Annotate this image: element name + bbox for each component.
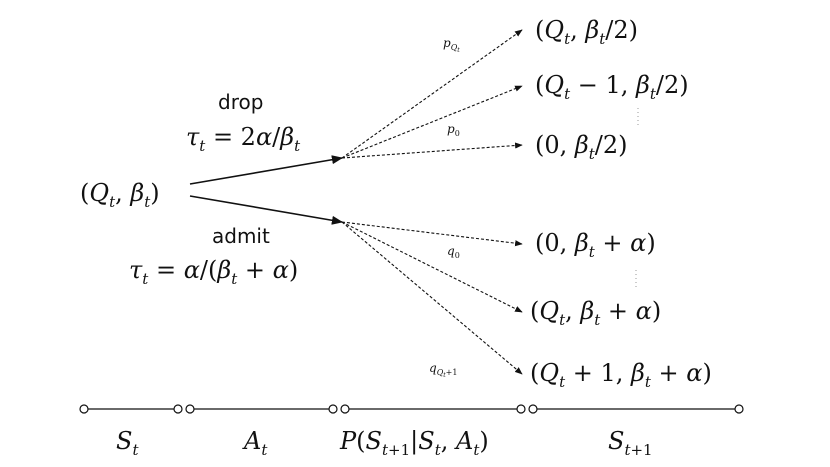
drop-outcome-2: (Qt − 1, βt/2) bbox=[535, 71, 689, 103]
admit-outcome-3: (Qt + 1, βt + α) bbox=[530, 359, 712, 391]
timeline-node bbox=[340, 404, 350, 414]
timeline-node bbox=[79, 404, 89, 414]
admit-action-label: admit bbox=[212, 224, 270, 248]
admit-outcome-1: (0, βt + α) bbox=[535, 229, 656, 261]
prob-label-p-top: pQt bbox=[443, 36, 460, 54]
admit-outcome-2: (Qt, βt + α) bbox=[530, 297, 661, 329]
admit-transition-edge-3 bbox=[341, 221, 523, 375]
timeline-node bbox=[185, 404, 195, 414]
timeline-node bbox=[516, 404, 526, 414]
prob-label-q-top: q0 bbox=[447, 244, 460, 260]
drop-outcome-1: (Qt, βt/2) bbox=[535, 16, 638, 48]
drop-transition-edge-3 bbox=[341, 142, 523, 159]
timeline-label-transition: P(St+1|St, At) bbox=[339, 427, 489, 459]
timeline-node bbox=[328, 404, 338, 414]
drop-tau-label: τt = 2α/βt bbox=[186, 123, 301, 155]
admit-transition-edge-1 bbox=[341, 221, 523, 247]
prob-label-q-bottom: qQt+1 bbox=[429, 361, 457, 379]
timeline-node bbox=[734, 404, 744, 414]
admit-action-edge bbox=[189, 195, 344, 225]
timeline-node bbox=[528, 404, 538, 414]
drop-transition-edge-1 bbox=[341, 29, 523, 159]
drop-transition-edge-2 bbox=[341, 85, 523, 159]
admit-tau-label: τt = α/(βt + α) bbox=[129, 256, 298, 288]
drop-action-edge bbox=[189, 155, 344, 185]
drop-outcome-3: (0, βt/2) bbox=[535, 131, 628, 163]
timeline-label-next-state: St+1 bbox=[608, 427, 653, 459]
admit-transition-edge-2 bbox=[341, 221, 523, 313]
timeline-label-state: St bbox=[116, 427, 139, 459]
timeline-node bbox=[173, 404, 183, 414]
timeline-label-action: At bbox=[242, 427, 268, 459]
drop-action-label: drop bbox=[218, 90, 263, 114]
prob-label-p-bottom: p0 bbox=[447, 122, 460, 138]
root-state-label: (Qt, βt) bbox=[80, 179, 160, 211]
